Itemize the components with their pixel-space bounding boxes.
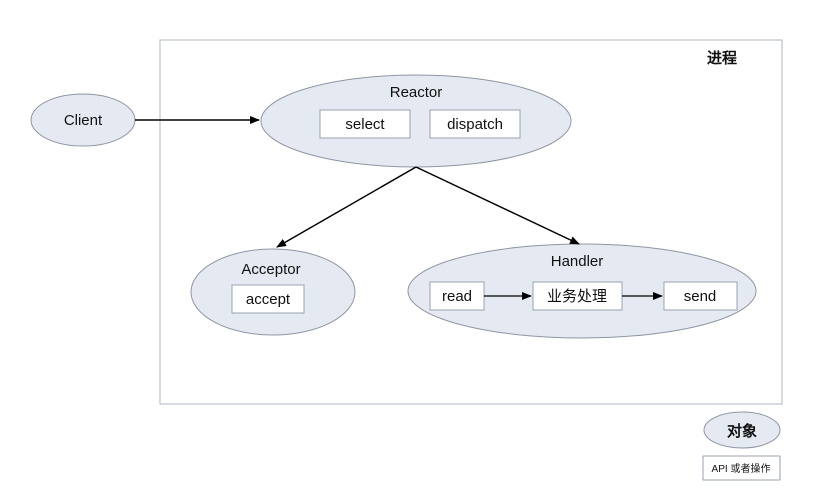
legend-object-ellipse <box>703 411 781 449</box>
process-frame <box>159 39 783 405</box>
handler-step-send <box>663 281 738 311</box>
reactor-api-dispatch <box>429 109 521 139</box>
client-label: Client <box>64 112 103 129</box>
handler-step-send-label: send <box>684 288 717 305</box>
arrow-reactor-to-handler <box>415 166 580 245</box>
reactor-api-select <box>319 109 411 139</box>
process-label: 进程 <box>707 50 737 67</box>
legend-api-box <box>702 455 781 481</box>
handler-step-business-label: 业务处理 <box>547 288 607 305</box>
legend-api-label: API 或者操作 <box>712 462 771 475</box>
handler-step-read <box>429 281 485 311</box>
handler-title: Handler <box>551 253 604 270</box>
legend-object-label: 对象 <box>727 422 757 440</box>
handler-step-read-label: read <box>442 288 472 305</box>
arrow-reactor-to-acceptor <box>276 166 417 248</box>
handler-step-business <box>532 281 623 311</box>
reactor-api-dispatch-label: dispatch <box>447 116 503 133</box>
acceptor-title: Acceptor <box>241 261 300 278</box>
acceptor-api-accept-label: accept <box>246 291 291 308</box>
acceptor-api-accept <box>231 284 305 314</box>
reactor-title: Reactor <box>390 84 443 101</box>
reactor-api-select-label: select <box>345 116 385 133</box>
